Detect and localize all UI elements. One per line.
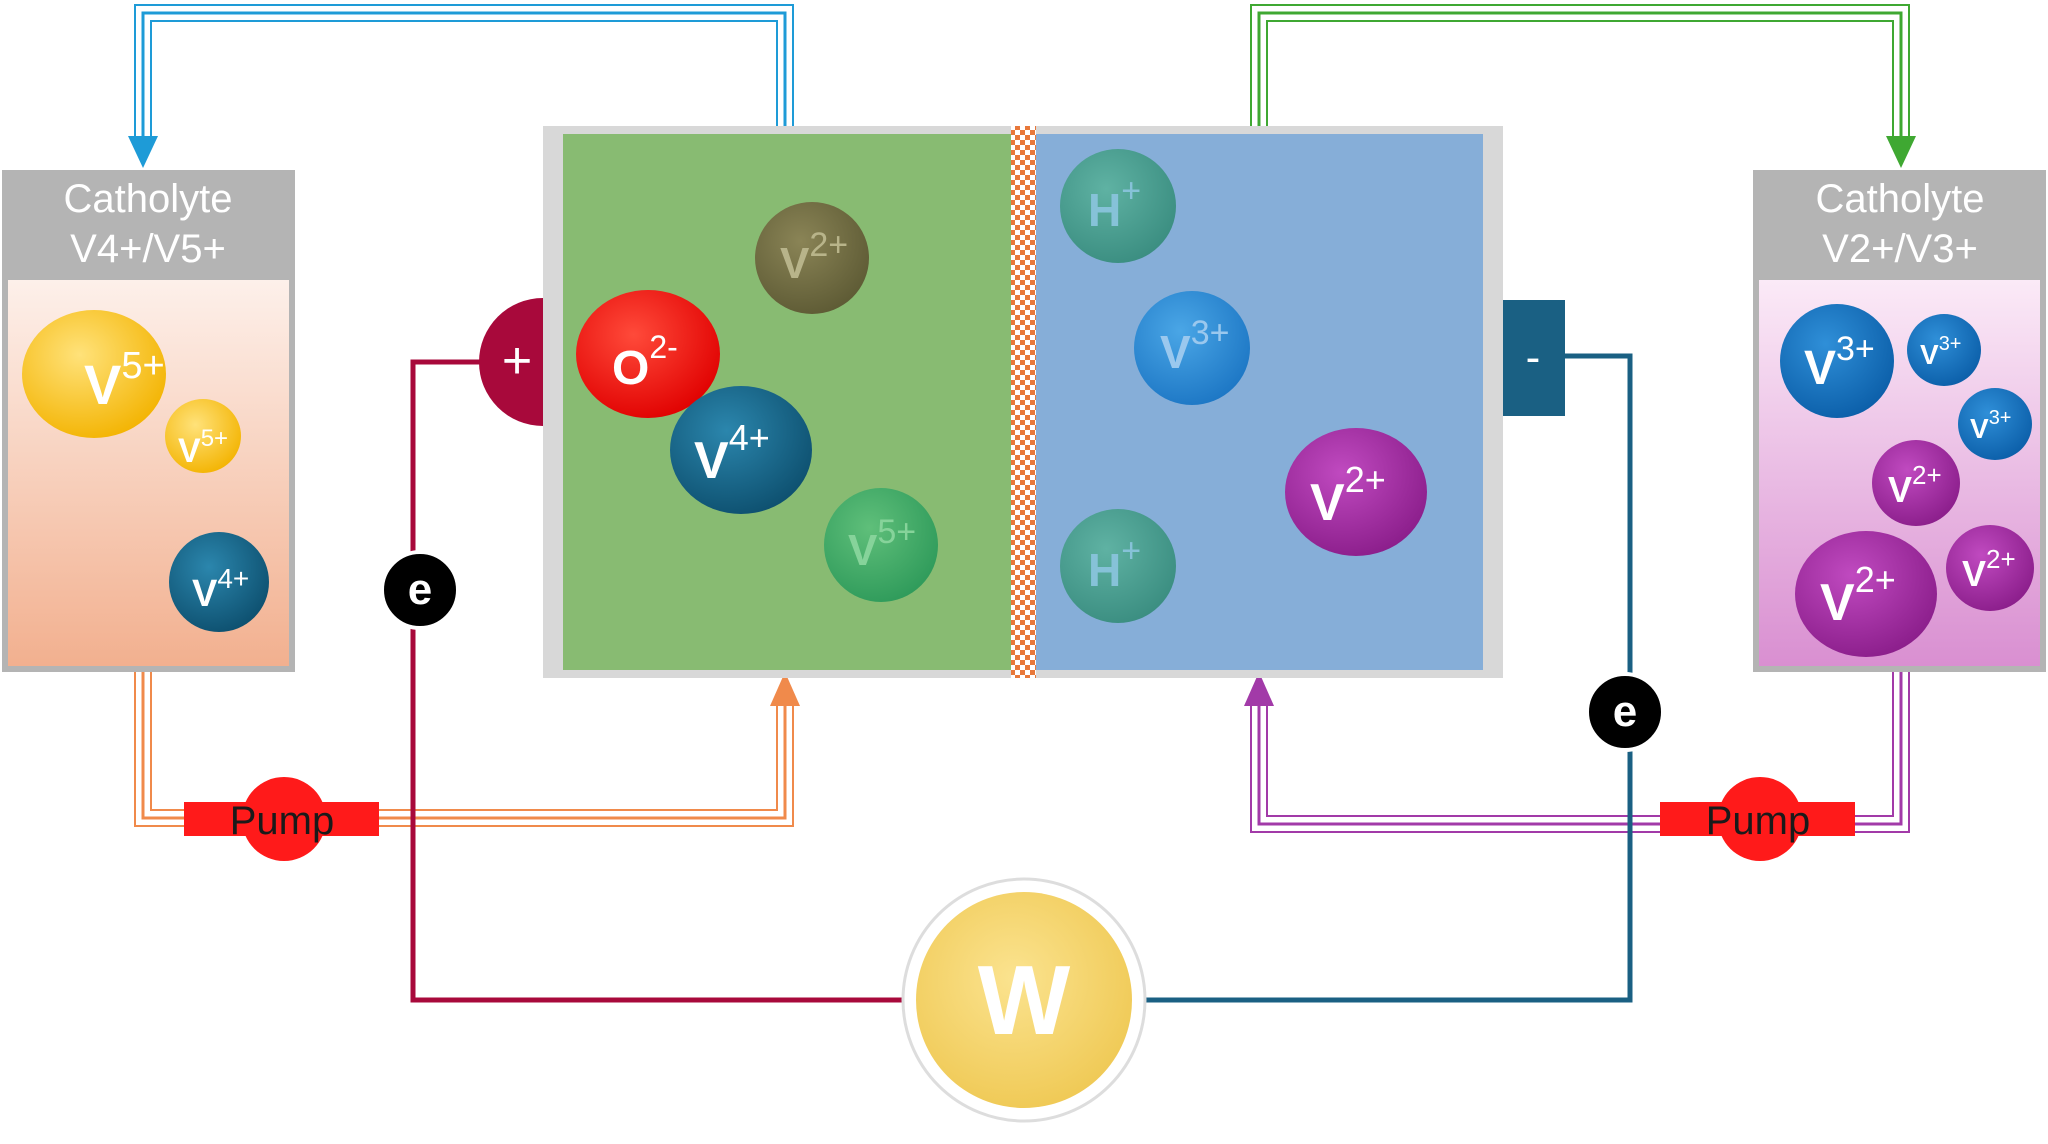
- right-tank-title-line2: V2+/V3+: [1822, 227, 1978, 271]
- left-tank-title-line1: Catholyte: [64, 177, 233, 221]
- ion-base: V: [848, 526, 878, 575]
- ion-charge: 2+: [1855, 559, 1896, 600]
- ion-charge: 5+: [121, 345, 164, 387]
- electron-right-label: e: [1613, 687, 1637, 736]
- svg-text:V4+: V4+: [694, 417, 770, 490]
- svg-text:V5+: V5+: [178, 425, 228, 470]
- ion-positive-cell-1: V2+: [755, 202, 869, 314]
- ion-base: V: [178, 432, 201, 470]
- svg-text:V2+: V2+: [780, 226, 848, 288]
- electron-left-label: e: [408, 565, 432, 614]
- ion-right-tank-3: V3+: [1958, 388, 2032, 460]
- ion-right-tank-6: V2+: [1946, 525, 2034, 611]
- load-meter: W: [901, 877, 1147, 1123]
- left-pump-label: Pump: [230, 799, 335, 843]
- left-tank-title-line2: V4+/V5+: [70, 227, 226, 271]
- ion-base: O: [612, 342, 649, 395]
- ion-positive-cell-3: V4+: [670, 386, 812, 514]
- ion-negative-cell-3: V2+: [1285, 428, 1427, 556]
- svg-text:V2+: V2+: [1888, 460, 1942, 510]
- ion-base: V: [1310, 474, 1345, 532]
- ion-left-tank-2: V5+: [165, 399, 241, 473]
- ion-charge: 3+: [1191, 314, 1230, 352]
- ion-base: H: [1088, 184, 1121, 236]
- electron-left: e: [380, 550, 460, 630]
- ion-base: V: [780, 239, 810, 288]
- ion-base: V: [84, 353, 121, 416]
- positive-electrode: +: [479, 298, 543, 426]
- svg-text:V5+: V5+: [848, 513, 916, 575]
- ion-charge: 4+: [217, 563, 249, 594]
- svg-text:V4+: V4+: [192, 563, 249, 615]
- ion-charge: 4+: [729, 417, 770, 458]
- ion-charge: 2+: [809, 226, 848, 264]
- electron-right: e: [1585, 672, 1665, 752]
- membrane: [1011, 126, 1036, 678]
- negative-electrode-label: -: [1526, 333, 1541, 382]
- svg-text:O2-: O2-: [612, 329, 678, 395]
- ion-negative-cell-1: H+: [1060, 149, 1176, 263]
- ion-charge: 3+: [1939, 333, 1962, 355]
- svg-text:H+: H+: [1088, 532, 1141, 596]
- ion-left-tank-3: V4+: [169, 532, 269, 632]
- ion-base: V: [1804, 342, 1836, 395]
- ion-positive-cell-2: O2-: [576, 290, 720, 418]
- ion-charge: 2-: [649, 329, 677, 365]
- ion-base: V: [1920, 339, 1939, 370]
- left-lower-arrowhead: [770, 672, 800, 706]
- ion-charge: 3+: [1989, 407, 2012, 429]
- right-lower-pipe: [1250, 670, 1910, 833]
- ion-base: V: [694, 432, 729, 490]
- ion-charge: +: [1121, 172, 1141, 210]
- positive-wire: [410, 359, 910, 1003]
- svg-text:V2+: V2+: [1310, 459, 1386, 532]
- right-upper-pipe: [1250, 4, 1910, 142]
- load-label: W: [978, 945, 1071, 1055]
- ion-charge: 2+: [1345, 459, 1386, 500]
- right-lower-arrowhead: [1244, 672, 1274, 706]
- ion-right-tank-1: V3+: [1780, 304, 1894, 418]
- left-lower-pipe: [134, 670, 794, 827]
- ion-base: V: [1820, 574, 1855, 632]
- ion-positive-cell-4: V5+: [824, 488, 938, 602]
- svg-text:V3+: V3+: [1160, 314, 1229, 378]
- ion-charge: 2+: [1986, 544, 2016, 574]
- ion-base: H: [1088, 544, 1121, 596]
- ion-charge: +: [1121, 532, 1141, 570]
- ion-base: V: [192, 573, 218, 615]
- right-tank-title-line1: Catholyte: [1816, 177, 1985, 221]
- ion-charge: 5+: [201, 425, 228, 452]
- ion-base: V: [1970, 413, 1989, 444]
- svg-text:V5+: V5+: [84, 345, 165, 416]
- svg-text:V2+: V2+: [1962, 544, 2016, 594]
- right-pump: Pump: [1660, 777, 1855, 861]
- negative-electrode: -: [1503, 300, 1565, 416]
- ion-base: V: [1160, 326, 1191, 378]
- ion-charge: 3+: [1836, 330, 1875, 368]
- svg-text:V3+: V3+: [1970, 407, 2012, 444]
- ion-right-tank-2: V3+: [1907, 314, 1981, 386]
- ion-base: V: [1888, 469, 1912, 510]
- left-upper-pipe: [134, 4, 794, 142]
- ion-right-tank-5: V2+: [1795, 531, 1937, 657]
- svg-text:V2+: V2+: [1820, 559, 1896, 632]
- ion-negative-cell-2: V3+: [1134, 291, 1250, 405]
- ion-base: V: [1962, 553, 1986, 594]
- positive-electrode-label: +: [502, 332, 532, 390]
- ion-right-tank-4: V2+: [1872, 440, 1960, 526]
- svg-text:H+: H+: [1088, 172, 1141, 236]
- ion-charge: 5+: [877, 513, 916, 551]
- ion-left-tank-1: V5+: [22, 310, 166, 438]
- right-pump-label: Pump: [1706, 799, 1811, 843]
- left-pump: Pump: [184, 777, 379, 861]
- right-upper-arrowhead: [1886, 136, 1916, 168]
- left-upper-arrowhead: [128, 136, 158, 168]
- svg-text:V3+: V3+: [1920, 333, 1962, 370]
- ion-charge: 2+: [1912, 460, 1942, 490]
- ion-negative-cell-4: H+: [1060, 509, 1176, 623]
- svg-text:V3+: V3+: [1804, 330, 1875, 395]
